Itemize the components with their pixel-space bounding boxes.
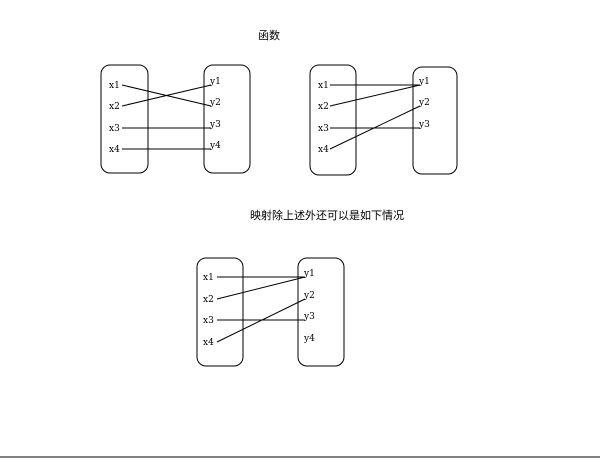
diagram-many-to-one-codomain-label: y2 xyxy=(418,98,430,108)
diagram-many-to-one-domain-label: x2 xyxy=(318,102,329,112)
diagram-many-to-one-arrow xyxy=(329,84,421,107)
diagram-not-onto-domain-label: x4 xyxy=(203,338,214,348)
diagram-one-to-one-codomain-label: y3 xyxy=(209,120,221,130)
diagram-many-to-one-codomain-label: y1 xyxy=(418,77,430,87)
diagram-one-to-one-codomain-label: y2 xyxy=(209,98,221,108)
diagram-not-onto-codomain-box xyxy=(297,257,345,367)
diagram-many-to-one-domain-label: x3 xyxy=(318,124,329,134)
diagram-not-onto-arrow xyxy=(216,298,306,343)
diagram-many-to-one-codomain-box xyxy=(412,66,458,175)
diagram-not-onto-domain-box xyxy=(196,257,244,367)
diagram-not-onto-domain-label: x2 xyxy=(203,295,214,305)
diagram-not-onto-domain-label: x1 xyxy=(203,273,214,283)
caption: 映射除上述外还可以是如下情况 xyxy=(250,209,404,222)
diagram-one-to-one-codomain-label: y1 xyxy=(209,77,221,87)
diagram-many-to-one-domain-label: x4 xyxy=(318,145,329,155)
diagram-many-to-one-arrow xyxy=(329,105,421,150)
diagram-many-to-one-domain-box xyxy=(309,64,357,176)
diagram-not-onto-domain-label: x3 xyxy=(203,316,214,326)
diagram-not-onto-codomain-label: y3 xyxy=(303,312,315,322)
diagram-one-to-one-domain-label: x3 xyxy=(109,124,120,134)
diagram-one-to-one-codomain-label: y4 xyxy=(209,141,221,151)
diagram-many-to-one-codomain-label: y3 xyxy=(418,120,430,130)
diagram-many-to-one-domain-label: x1 xyxy=(318,81,329,91)
diagram-one-to-one-codomain-box xyxy=(203,64,251,174)
diagram-one-to-one-arrow xyxy=(121,84,212,107)
page-title: 函数 xyxy=(258,29,280,42)
diagram-not-onto-codomain-label: y2 xyxy=(303,291,315,301)
diagram-one-to-one-domain-label: x4 xyxy=(109,145,120,155)
diagram-not-onto-arrow xyxy=(216,276,306,300)
diagram-not-onto-codomain-label: y1 xyxy=(303,269,315,279)
diagram-one-to-one-domain-label: x1 xyxy=(109,81,120,91)
diagram-one-to-one-domain-label: x2 xyxy=(109,102,120,112)
diagram-one-to-one-domain-box xyxy=(100,64,149,174)
diagram-not-onto-codomain-label: y4 xyxy=(303,334,315,344)
